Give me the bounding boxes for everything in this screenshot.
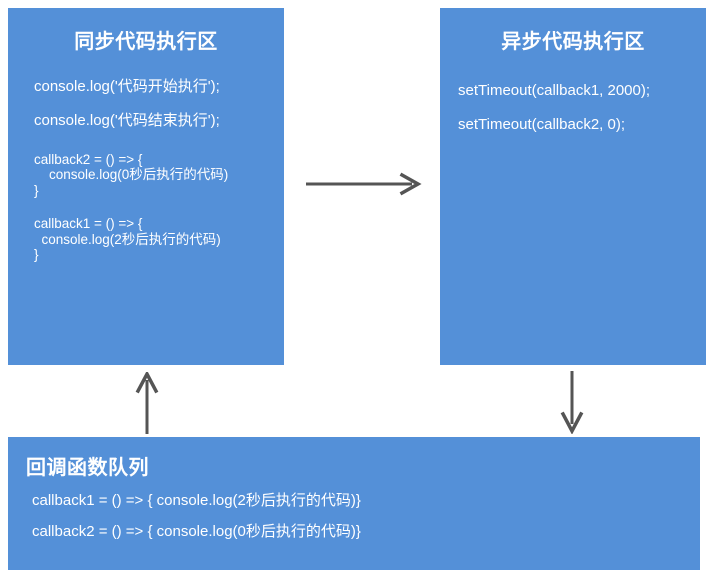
async-execution-panel: 异步代码执行区 setTimeout(callback1, 2000); set… <box>440 8 706 365</box>
queue-panel-title: 回调函数队列 <box>26 457 149 479</box>
sync-code-line: callback2 = () => { <box>34 151 143 167</box>
sync-code-line: callback1 = () => { <box>34 216 143 232</box>
queue-code-block: callback1 = () => { console.log(2秒后执行的代码… <box>8 492 700 541</box>
arrow-down-icon <box>558 370 586 434</box>
sync-code-line: console.log(0秒后执行的代码) <box>34 167 229 183</box>
sync-code-line: console.log('代码结束执行'); <box>34 112 220 130</box>
callback-queue-panel: 回调函数队列 callback1 = () => { console.log(2… <box>8 437 700 570</box>
sync-code-line: } <box>34 247 39 263</box>
sync-callback1-definition: callback1 = () => { console.log(2秒后执行的代码… <box>34 216 284 263</box>
sync-code-line: console.log('代码开始执行'); <box>34 78 220 95</box>
arrow-right-icon <box>304 172 424 196</box>
sync-code-block: console.log('代码开始执行'); console.log('代码结束… <box>8 78 284 263</box>
sync-panel-title: 同步代码执行区 <box>74 31 218 53</box>
async-code-block: setTimeout(callback1, 2000); setTimeout(… <box>440 82 706 134</box>
async-code-line: setTimeout(callback2, 0); <box>458 116 626 134</box>
async-panel-title: 异步代码执行区 <box>501 31 645 53</box>
sync-execution-panel: 同步代码执行区 console.log('代码开始执行'); console.l… <box>8 8 284 365</box>
queue-code-line: callback2 = () => { console.log(0秒后执行的代码… <box>32 523 361 541</box>
sync-code-line: console.log(2秒后执行的代码) <box>34 231 221 247</box>
sync-callback2-definition: callback2 = () => { console.log(0秒后执行的代码… <box>34 152 284 199</box>
queue-code-line: callback1 = () => { console.log(2秒后执行的代码… <box>32 492 361 509</box>
async-code-line: setTimeout(callback1, 2000); <box>458 82 651 99</box>
sync-code-line: } <box>34 182 39 198</box>
arrow-up-icon <box>133 372 161 436</box>
